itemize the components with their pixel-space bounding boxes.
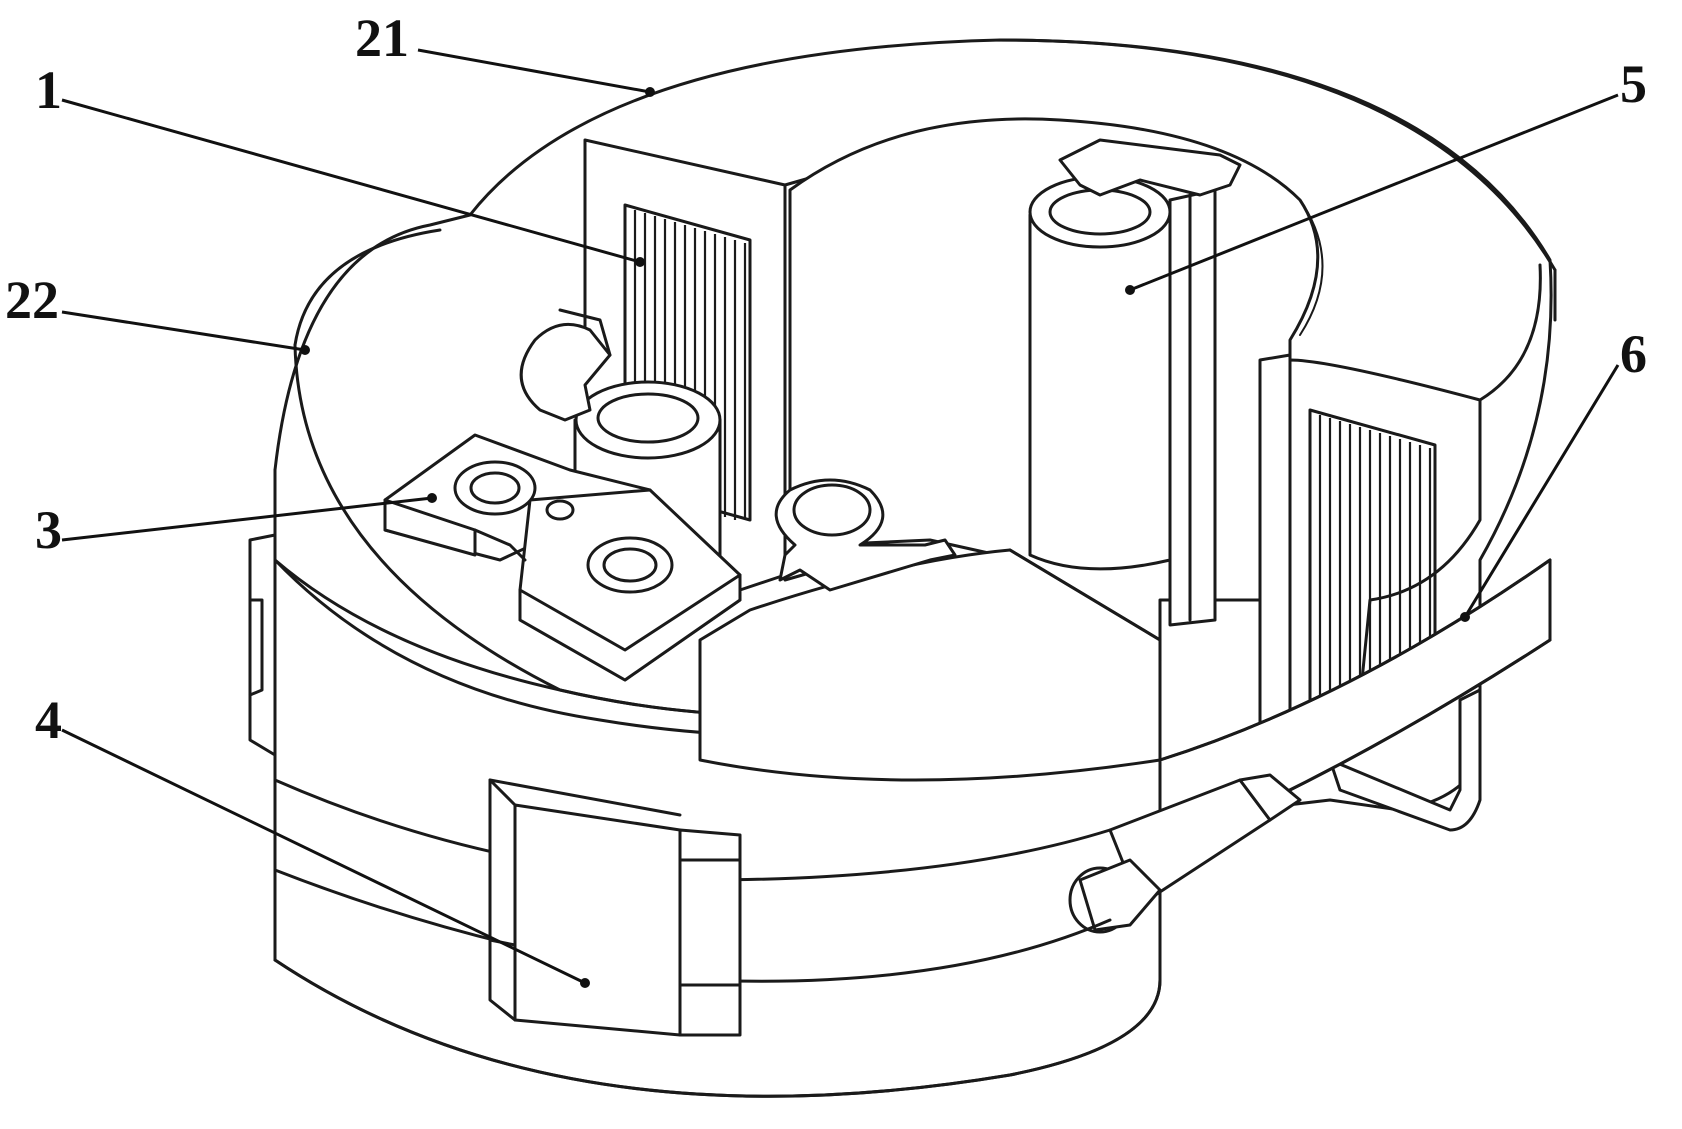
callout-1: 1 — [35, 60, 62, 120]
clamp-block-3 — [383, 433, 742, 682]
leader-dot-22 — [300, 345, 310, 355]
callout-21: 21 — [355, 8, 409, 68]
leader-dot-4 — [580, 978, 590, 988]
left-side-tab — [248, 533, 277, 757]
leader-dot-6 — [1460, 612, 1470, 622]
leader-dot-21 — [645, 87, 655, 97]
leader-dot-1 — [635, 257, 645, 267]
leader-4 — [61, 728, 586, 985]
leader-lines — [61, 48, 1620, 988]
leader-dot-3 — [427, 493, 437, 503]
callout-4: 4 — [35, 690, 62, 750]
leader-6 — [1463, 364, 1620, 618]
callout-5: 5 — [1620, 54, 1647, 114]
callout-6: 6 — [1620, 324, 1647, 384]
callout-labels: 21 1 22 3 4 5 6 — [5, 8, 1647, 750]
leader-21 — [417, 48, 651, 94]
leader-5 — [1129, 93, 1619, 292]
tube-5 — [1028, 138, 1242, 627]
leader-dot-5 — [1125, 285, 1135, 295]
leader-1 — [61, 98, 641, 264]
plate-4 — [488, 778, 742, 1037]
band-6 — [1068, 558, 1552, 934]
callout-22: 22 — [5, 270, 59, 330]
callout-3: 3 — [35, 500, 62, 560]
leader-3 — [61, 496, 433, 542]
front-sector-block — [698, 478, 1162, 982]
leader-22 — [61, 310, 306, 352]
